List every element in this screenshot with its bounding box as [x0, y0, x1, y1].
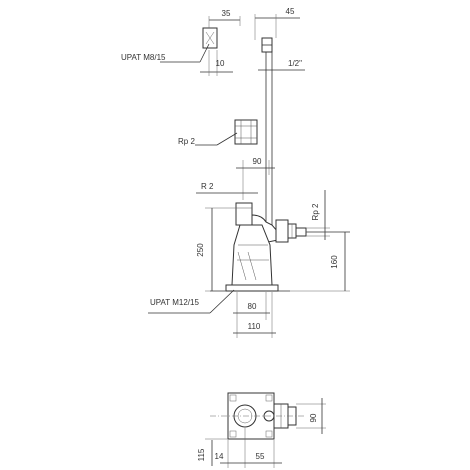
- dim-250-group: 250: [196, 207, 236, 292]
- label-upat-m12: UPAT M12/15: [150, 298, 199, 307]
- label-rp2-right: Rp 2: [311, 203, 320, 220]
- pump-plan-view: [210, 392, 305, 440]
- dim-115-group: 115: [197, 438, 228, 466]
- label-rp2-left: Rp 2: [178, 137, 195, 146]
- dim-90-top-group: 90: [236, 157, 275, 200]
- dim-35: 35: [222, 9, 231, 18]
- dim-55: 55: [256, 452, 265, 461]
- rp2-coupling-detail: Rp 2: [178, 119, 258, 146]
- label-r2: R 2: [201, 182, 214, 191]
- dim-45: 45: [286, 7, 295, 16]
- pump-body: [231, 224, 273, 286]
- dim-90-side-group: 90: [296, 398, 326, 434]
- discharge-pipe: 45 1/2": [254, 7, 305, 225]
- fixing-hole-4: [265, 430, 273, 438]
- dim-160-group: 160: [290, 231, 350, 292]
- pump-outlet-nozzle: [235, 202, 253, 226]
- coupling-body: [234, 119, 258, 145]
- upper-bracket-detail: 35 10 UPAT M8/15: [121, 9, 241, 76]
- side-connector: [275, 219, 289, 243]
- dim-half-inch: 1/2": [288, 59, 302, 68]
- dim-80-110-group: 80 110: [233, 292, 276, 338]
- dim-14-55-group: 14 55: [215, 428, 282, 468]
- dim-10: 10: [216, 59, 225, 68]
- rp2-right-group: Rp 2: [306, 190, 330, 240]
- dim-90-side: 90: [309, 413, 318, 422]
- side-nipple: [295, 227, 307, 237]
- dim-14: 14: [215, 452, 224, 461]
- fixing-hole-1: [229, 394, 237, 402]
- dim-250: 250: [196, 243, 205, 257]
- pump-side-view: [210, 202, 350, 292]
- dim-80: 80: [248, 302, 257, 311]
- dim-115: 115: [197, 448, 206, 461]
- label-upat-m8: UPAT M8/15: [121, 53, 166, 62]
- dim-90-top: 90: [253, 157, 262, 166]
- dim-160: 160: [330, 255, 339, 269]
- upat-m12-group: UPAT M12/15: [148, 289, 235, 314]
- fixing-hole-3: [229, 430, 237, 438]
- dim-110: 110: [248, 322, 261, 331]
- r2-group: R 2: [196, 182, 258, 194]
- fixing-hole-2: [265, 394, 273, 402]
